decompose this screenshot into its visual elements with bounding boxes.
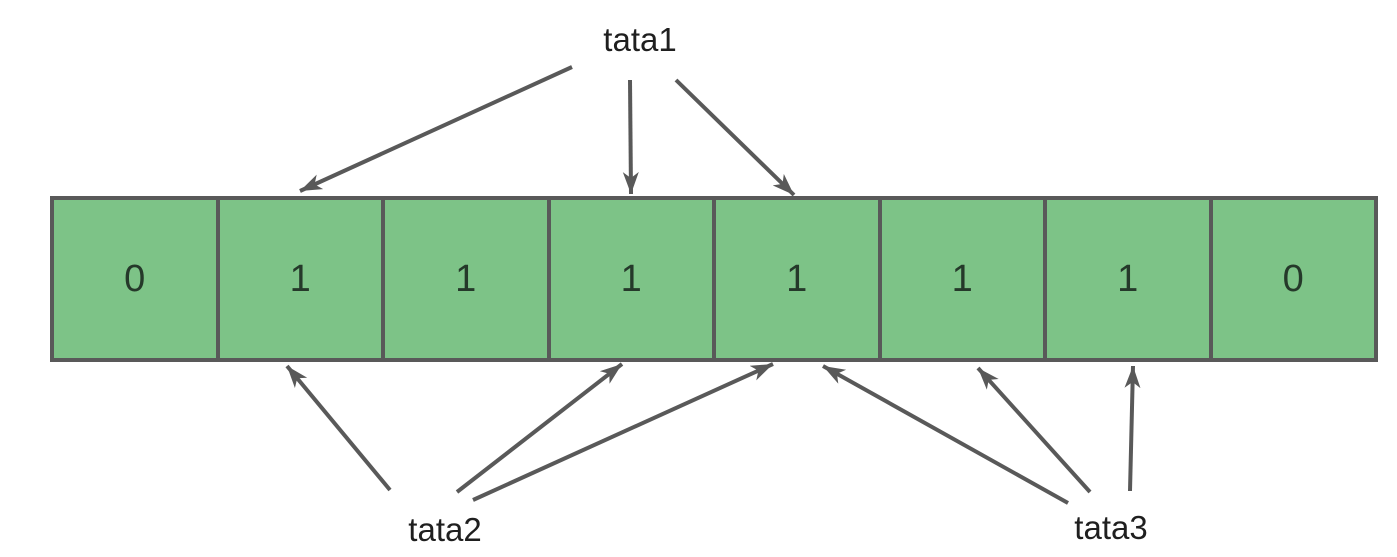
label-tata2: tata2 bbox=[408, 511, 482, 548]
array-cell-3: 1 bbox=[385, 200, 551, 358]
arrow-tata1-to-cell-4 bbox=[622, 79, 639, 195]
array-cell-4: 1 bbox=[550, 200, 716, 358]
arrow-tata3-to-cell-7 bbox=[1124, 365, 1141, 492]
arrow-tata3-to-cell-5 bbox=[822, 364, 1069, 505]
array-cell-5: 1 bbox=[716, 200, 882, 358]
arrow-tata3-to-cell-6 bbox=[976, 366, 1092, 494]
arrow-tata1-to-cell-5 bbox=[674, 78, 796, 197]
array-cell-1: 0 bbox=[54, 200, 220, 358]
label-tata3: tata3 bbox=[1074, 509, 1148, 546]
array-cell-6: 1 bbox=[881, 200, 1047, 358]
array-cell-7: 1 bbox=[1047, 200, 1213, 358]
array-cell-8: 0 bbox=[1212, 200, 1374, 358]
arrow-tata2-to-cell-4 bbox=[455, 362, 624, 494]
arrow-tata2-to-cell-2 bbox=[285, 364, 392, 492]
arrow-tata1-to-cell-2 bbox=[299, 65, 573, 193]
label-tata1: tata1 bbox=[603, 21, 677, 58]
array-cell-2: 1 bbox=[219, 200, 385, 358]
arrow-tata2-to-cell-5 bbox=[472, 362, 774, 502]
